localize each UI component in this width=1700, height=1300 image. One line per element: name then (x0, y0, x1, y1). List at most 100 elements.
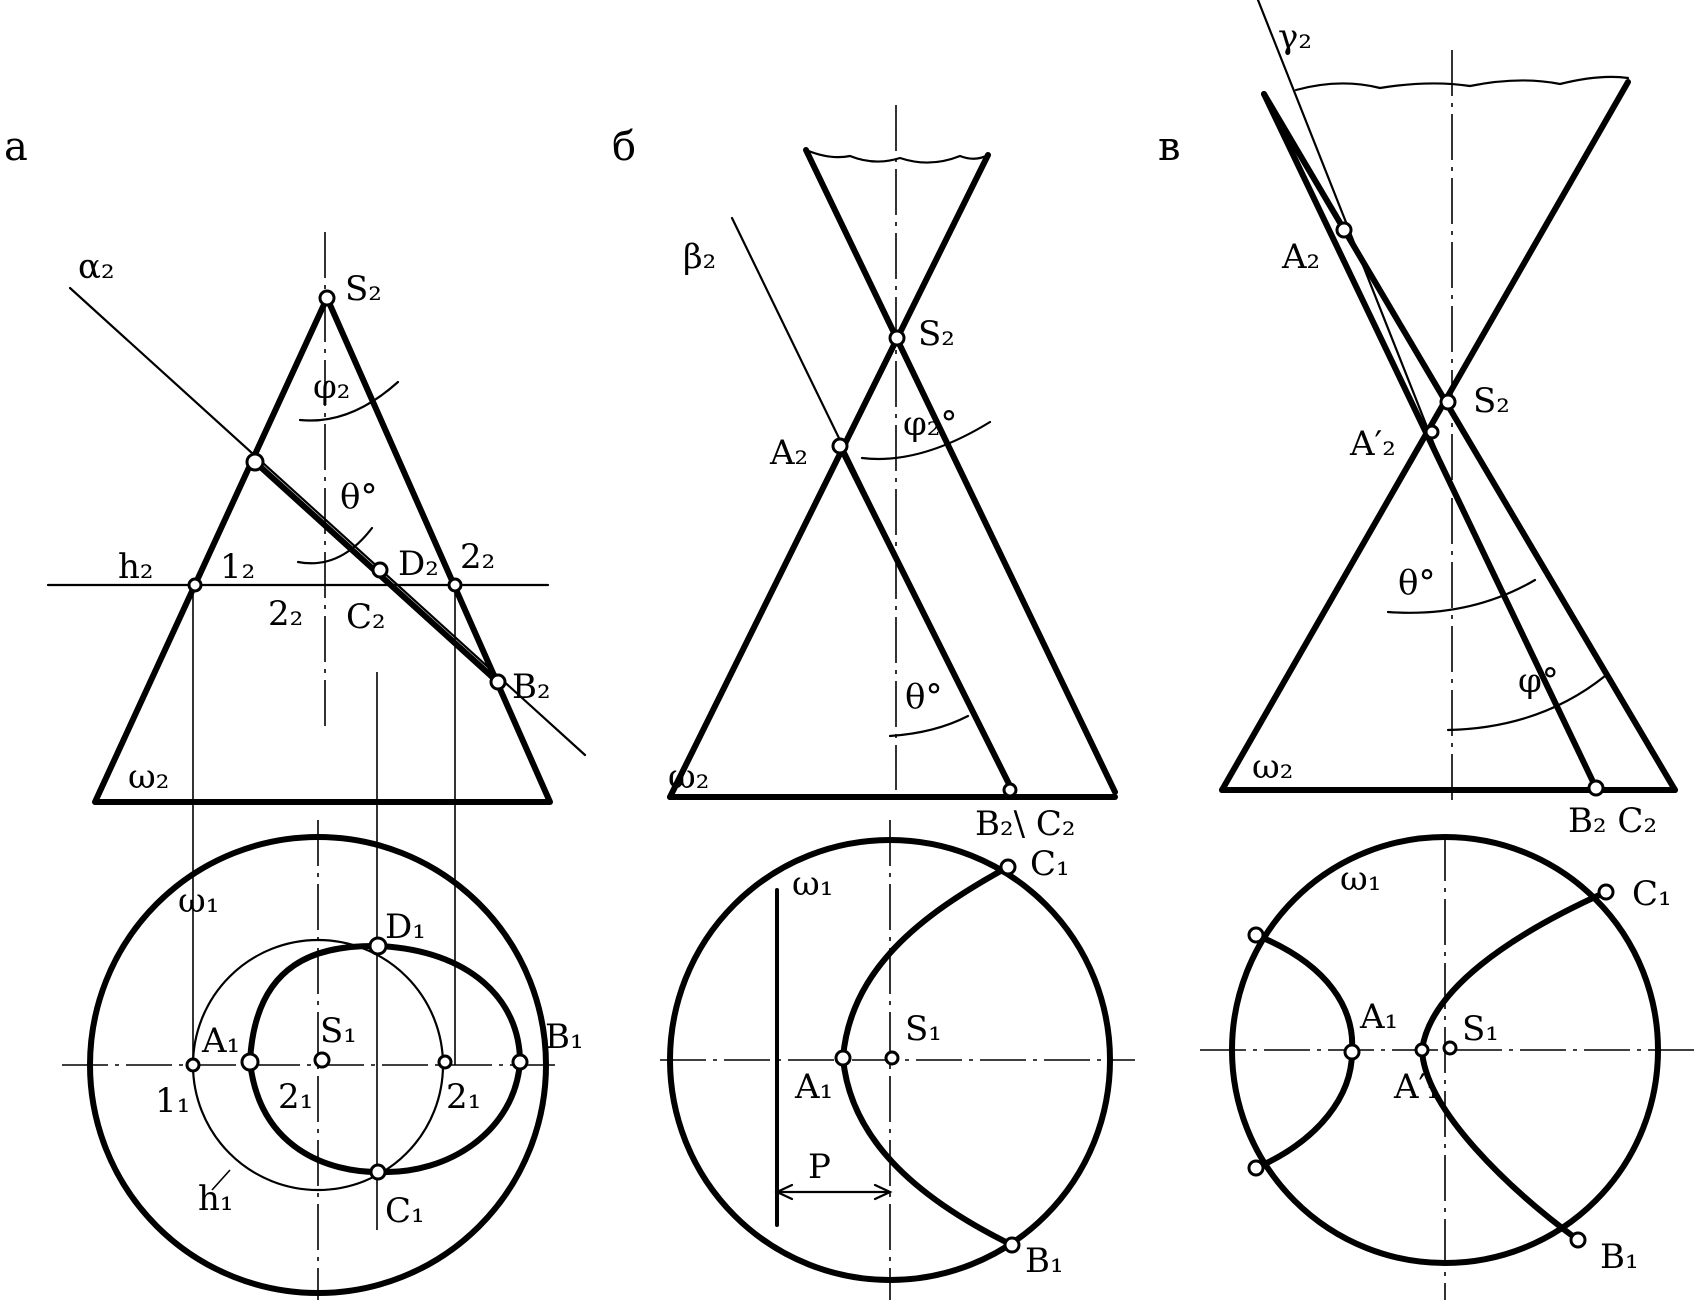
label-s2-b: S₂ (918, 314, 955, 354)
label-c1-c: C₁ (1632, 874, 1672, 914)
label-phi2-b: φ₂° (903, 404, 957, 444)
label-b1-c: B₁ (1600, 1237, 1639, 1277)
point-1-1 (185, 1057, 201, 1073)
point-s2-b (888, 329, 906, 347)
label-1-2: 1₂ (220, 547, 255, 587)
point-a-prime1-c (1414, 1042, 1430, 1058)
label-a2-c: A₂ (1281, 237, 1320, 277)
theta-arc-a (296, 526, 374, 565)
point-s2-c (1439, 393, 1457, 411)
label-b1-a: B₁ (545, 1017, 584, 1057)
label-b1-b: B₁ (1025, 1241, 1064, 1281)
panel-b: б β₂ S₂ φ₂° A₂ θ° ω₂ B₂\ C₂ (612, 105, 1135, 1300)
label-2-2-left: 2₂ (268, 594, 303, 634)
section-b-top (840, 864, 1015, 1248)
panel-c-top-view: ω₁ C₁ A₁ S₁ A′₁ B₁ (1200, 834, 1700, 1300)
label-b2c2-b: B₂\ C₂ (975, 804, 1076, 844)
label-omega2-c: ω₂ (1252, 747, 1293, 787)
label-s1-c: S₁ (1462, 1009, 1499, 1049)
cone-a-front (92, 295, 553, 805)
label-1-1: 1₁ (155, 1081, 190, 1121)
section-a-top (247, 942, 523, 1176)
phi2-arc-b (860, 420, 992, 461)
base-circle-b (667, 837, 1113, 1283)
point-s2-a (318, 289, 336, 307)
point-2-1-right (437, 1054, 453, 1070)
label-a1-b: A₁ (794, 1067, 833, 1107)
base-circle-c (1229, 834, 1661, 1266)
p-arrow-right (873, 1183, 893, 1201)
point-s1-c (1442, 1040, 1458, 1056)
label-c1-b: C₁ (1030, 844, 1070, 884)
label-h1: h₁ (198, 1179, 234, 1219)
point-top-a (245, 452, 265, 472)
cone-b-upper-break (804, 148, 990, 164)
point-b2 (489, 673, 507, 691)
p-arrow-left (774, 1183, 794, 1201)
panel-b-front-view: β₂ S₂ φ₂° A₂ θ° ω₂ B₂\ C₂ (667, 105, 1118, 844)
point-1-2 (187, 577, 203, 593)
label-omega2-a: ω₂ (128, 757, 169, 797)
point-c1-b (999, 858, 1017, 876)
point-a2-c (1335, 221, 1353, 239)
label-a-prime1-c: A′₁ (1393, 1067, 1440, 1107)
cone-c-upper-break (1294, 75, 1630, 92)
point-c1-a (369, 1163, 387, 1181)
label-b2c2-c: B₂ C₂ (1568, 801, 1657, 841)
section-c-front-edge (1261, 91, 1599, 791)
point-b2c2-b (1002, 782, 1018, 798)
panel-b-letter: б (612, 124, 636, 170)
point-b2c2-c (1587, 779, 1605, 797)
label-omega1-b: ω₁ (792, 864, 833, 904)
label-gamma2: γ₂ (1278, 17, 1312, 57)
label-s2-a: S₂ (345, 269, 382, 309)
theta-arc-b (888, 714, 970, 738)
label-phi2-a: φ₂ (313, 367, 350, 407)
point-b1-a (511, 1053, 529, 1071)
panel-c-letter: в (1158, 124, 1181, 170)
phi2-arc (298, 380, 400, 422)
point-d2 (371, 561, 389, 579)
point-a2-b (831, 437, 849, 455)
theta-arc-c (1386, 578, 1537, 614)
label-theta-c: θ° (1398, 563, 1435, 603)
point-2-2 (447, 577, 463, 593)
label-theta-a: θ° (340, 477, 377, 517)
point-c1-c (1597, 883, 1615, 901)
section-b-front-edge (837, 443, 1015, 793)
section-c-top-left-branch (1253, 932, 1356, 1171)
panel-c: в γ₂ A₂ S₂ A′₂ θ° φ° ω₂ (1158, 0, 1700, 1300)
point-b1-b (1003, 1236, 1021, 1254)
point-b1-c (1569, 1231, 1587, 1249)
cone-b-generatrix-1 (803, 147, 1118, 795)
h1-leader (211, 1169, 231, 1191)
label-c1-a: C₁ (385, 1191, 425, 1231)
label-theta-b: θ° (905, 677, 942, 717)
label-phi-c: φ° (1518, 661, 1559, 701)
label-d1: D₁ (385, 907, 426, 947)
point-left-bottom-c (1247, 1159, 1265, 1177)
label-c2: C₂ (346, 597, 386, 637)
point-s1-b (884, 1050, 900, 1066)
section-c-top-right-branch (1419, 889, 1609, 1243)
panel-a-front-view: α₂ S₂ φ₂ θ° h₂ 1₂ 2₂ D₂ 2₂ C₂ B₂ ω₂ (46, 232, 587, 1230)
label-omega1-c: ω₁ (1340, 859, 1381, 899)
point-s1-a (313, 1051, 331, 1069)
panel-a-letter: а (4, 124, 28, 170)
point-left-top-c (1247, 926, 1265, 944)
panel-a-top-view: ω₁ D₁ A₁ S₁ B₁ 1₁ 2₁ 2₁ h₁ C₁ (62, 820, 584, 1300)
label-p: P (808, 1147, 831, 1187)
point-a1-a (240, 1052, 260, 1072)
label-beta2: β₂ (683, 237, 716, 277)
panel-a: а α₂ S₂ φ₂ θ° h₂ (4, 124, 587, 1300)
label-alpha2: α₂ (78, 247, 115, 287)
plane-gamma-trace (1256, 0, 1454, 492)
point-a1-b (834, 1049, 852, 1067)
label-a2-b: A₂ (769, 433, 808, 473)
point-a1-c (1343, 1043, 1361, 1061)
label-omega2-b: ω₂ (668, 757, 709, 797)
panel-c-front-view: γ₂ A₂ S₂ A′₂ θ° φ° ω₂ B₂ C₂ (1219, 0, 1678, 841)
label-a1-c: A₁ (1359, 997, 1398, 1037)
label-b2: B₂ (512, 667, 551, 707)
